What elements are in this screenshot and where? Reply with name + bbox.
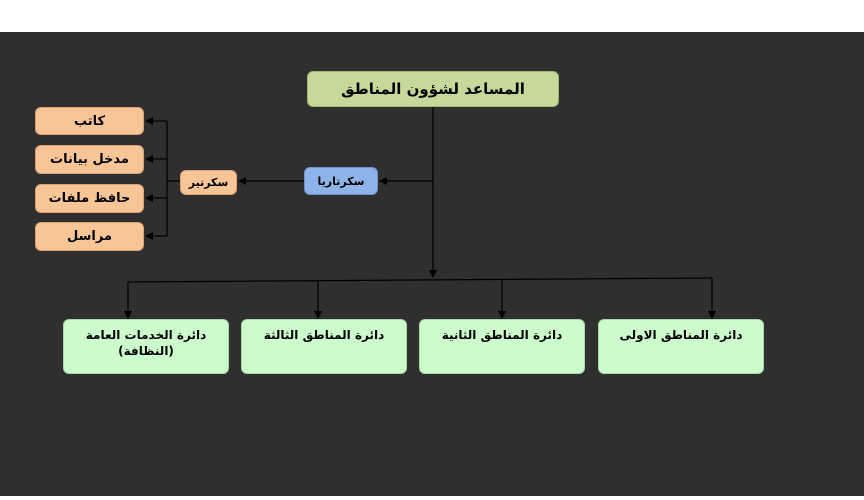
secretariat-node: سكرتاريا	[304, 167, 378, 195]
department-node-general-services: دائرة الخدمات العامة (النظافة)	[63, 319, 229, 374]
staff-node-writer: كاتب	[35, 107, 144, 135]
department-label: دائرة الخدمات العامة	[85, 328, 207, 342]
staff-label: مراسل	[67, 229, 112, 244]
department-label: دائرة المناطق الثانية	[441, 328, 563, 342]
top-node-label: المساعد لشؤون المناطق	[341, 80, 525, 98]
staff-label: حافظ ملفات	[48, 191, 131, 206]
org-chart-canvas: المساعد لشؤون المناطق سكرتاريا سكرتير كا…	[0, 32, 864, 496]
secretary-label: سكرتير	[188, 176, 229, 189]
department-label-group: دائرة الخدمات العامة (النظافة)	[86, 327, 206, 359]
staff-label: مدخل بيانات	[50, 152, 129, 167]
connector-department-bus	[127, 277, 713, 283]
secretary-node: سكرتير	[180, 170, 237, 195]
top-node: المساعد لشؤون المناطق	[307, 71, 559, 107]
department-label: دائرة المناطق الثالثة	[263, 328, 385, 342]
department-node-first-regions: دائرة المناطق الاولى	[598, 319, 764, 374]
staff-node-file-keeper: حافظ ملفات	[35, 184, 144, 213]
department-node-second-regions: دائرة المناطق الثانية	[419, 319, 585, 374]
secretariat-label: سكرتاريا	[317, 174, 365, 188]
department-node-third-regions: دائرة المناطق الثالثة	[241, 319, 407, 374]
staff-node-data-entry: مدخل بيانات	[35, 145, 144, 174]
staff-node-courier: مراسل	[35, 222, 144, 251]
department-sublabel: (النظافة)	[118, 344, 174, 359]
connector-lines	[124, 107, 716, 319]
department-label: دائرة المناطق الاولى	[619, 328, 743, 342]
staff-label: كاتب	[73, 113, 106, 129]
